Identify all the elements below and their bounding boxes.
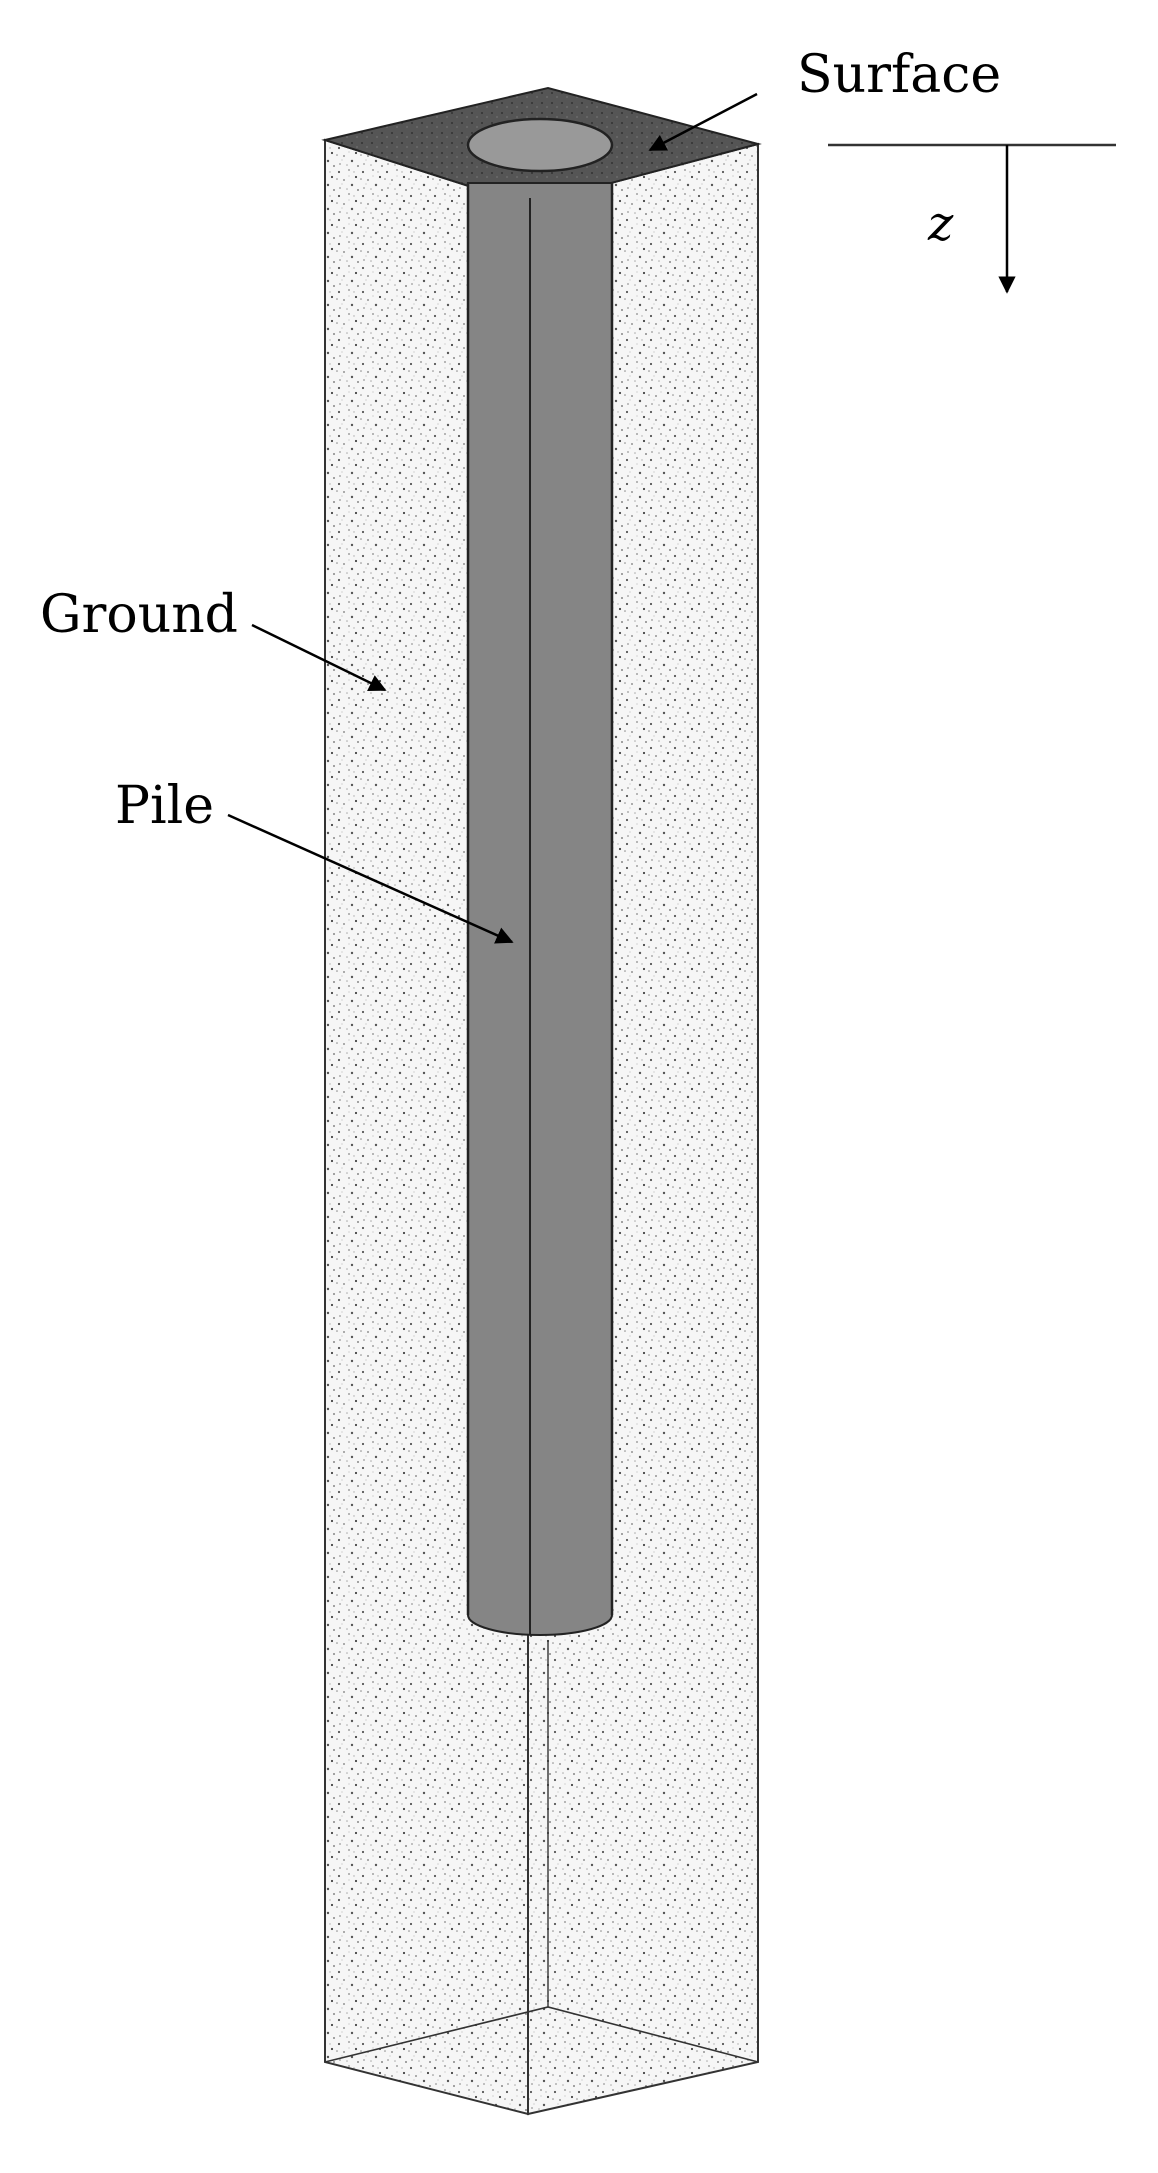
ground-leader-arrow xyxy=(251,623,387,692)
ground-label: Ground xyxy=(40,585,238,645)
pile xyxy=(466,182,614,1636)
ground-surface xyxy=(321,86,762,207)
pile-body xyxy=(467,182,613,1636)
depth-axis: z xyxy=(828,143,1116,294)
depth-axis-label: z xyxy=(927,196,954,252)
surface-label: Surface xyxy=(797,45,1001,105)
surface-leader-arrow xyxy=(648,92,758,152)
pile-label: Pile xyxy=(115,776,214,836)
pile-top xyxy=(466,117,614,173)
annotations: Surface Ground Pile xyxy=(40,45,1001,944)
pile-leader-arrow xyxy=(227,813,514,944)
